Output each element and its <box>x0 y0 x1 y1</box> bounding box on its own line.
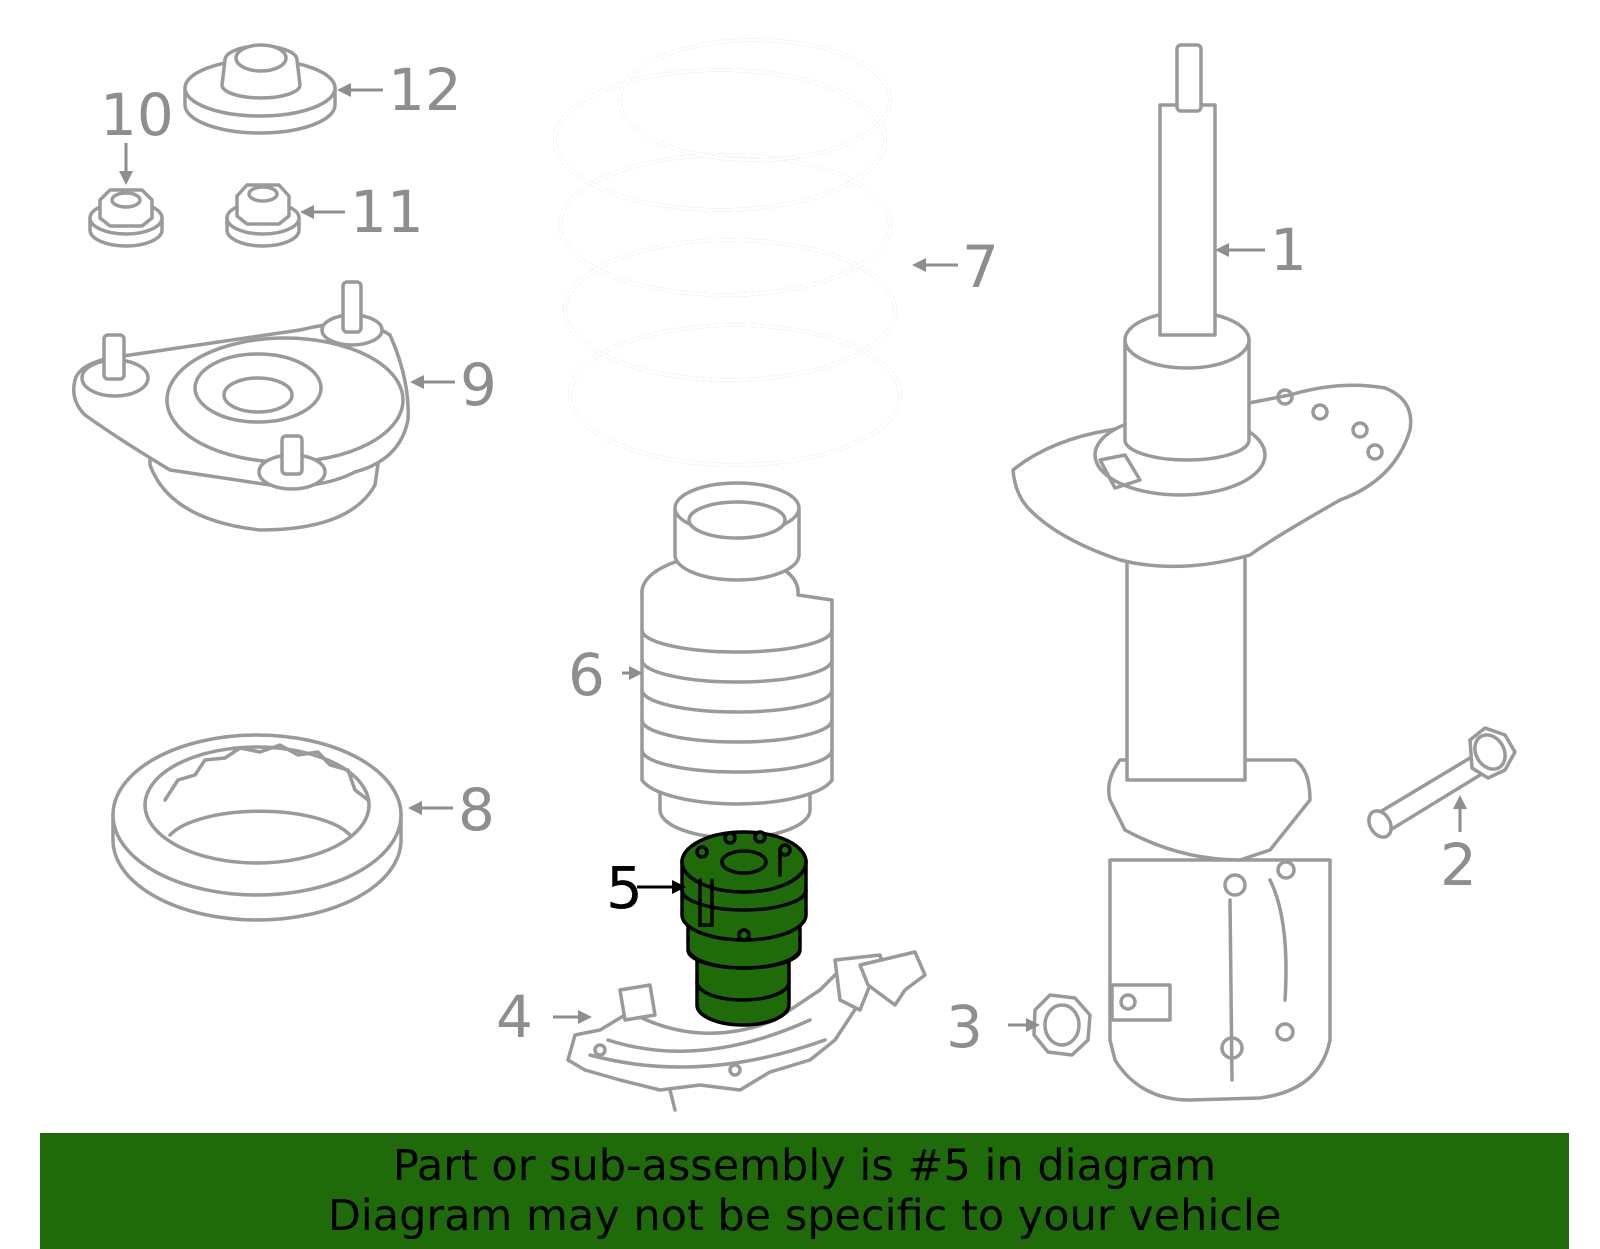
part-10-nut[interactable] <box>88 188 164 248</box>
callout-arrows <box>119 83 1467 1032</box>
part-12-upper-seat[interactable] <box>183 43 337 135</box>
callout-3: 3 <box>946 993 983 1061</box>
callout-10: 10 <box>100 81 174 149</box>
callout-5[interactable]: 5 <box>606 854 643 922</box>
part-8-spring-seat[interactable] <box>111 733 403 922</box>
callout-6: 6 <box>568 641 605 709</box>
part-5-bump-stop[interactable] <box>680 830 808 1027</box>
callout-4: 4 <box>496 983 533 1051</box>
callout-12: 12 <box>388 56 462 124</box>
part-9-strut-mount[interactable] <box>72 280 410 532</box>
callout-7: 7 <box>962 233 999 301</box>
banner-line-part-number: Part or sub-assembly is #5 in diagram <box>392 1141 1217 1191</box>
callout-11: 11 <box>350 178 424 246</box>
callout-1: 1 <box>1270 216 1307 284</box>
callout-9: 9 <box>460 351 497 419</box>
callout-2: 2 <box>1440 831 1477 899</box>
info-banner: Part or sub-assembly is #5 in diagram Di… <box>40 1133 1569 1249</box>
part-6-dust-boot[interactable] <box>640 481 834 840</box>
part-2-bolt[interactable] <box>1364 726 1517 841</box>
part-11-nut[interactable] <box>225 183 301 248</box>
part-3-nut[interactable] <box>1032 993 1092 1057</box>
callout-8: 8 <box>458 776 495 844</box>
part-7-coil-spring[interactable] <box>553 38 902 467</box>
part-1-strut-assembly[interactable] <box>1011 43 1413 1102</box>
banner-line-disclaimer: Diagram may not be specific to your vehi… <box>327 1191 1282 1241</box>
